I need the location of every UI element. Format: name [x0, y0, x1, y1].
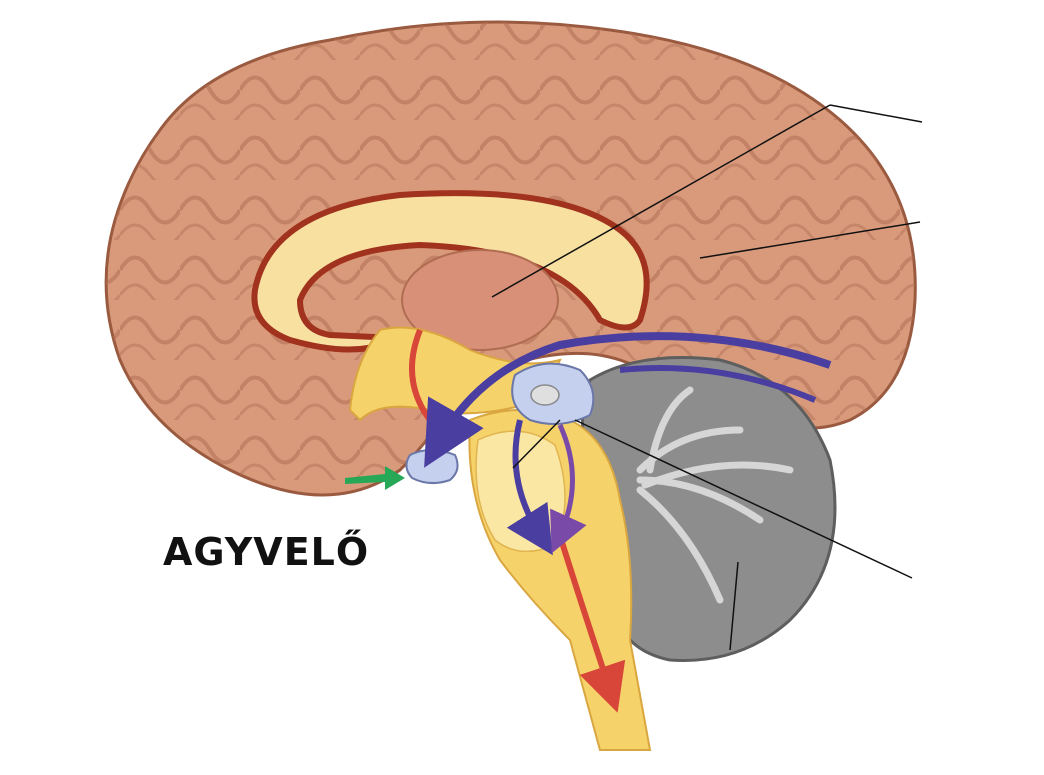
leader-line-thalamus — [491, 104, 831, 298]
hypothalamus — [348, 326, 562, 422]
blue-pathway-descending — [506, 419, 553, 556]
pituitary-gland — [405, 449, 459, 484]
leader-line-thalamus-tail — [829, 104, 923, 123]
green-arrow — [345, 466, 405, 490]
pineal-gland — [530, 384, 560, 406]
leader-line-brainstem — [512, 419, 561, 469]
blue-pathway-lower — [619, 365, 817, 403]
thalamus — [401, 249, 559, 351]
leader-line-cortex — [699, 221, 921, 259]
leader-line-brainstem-2 — [574, 419, 913, 579]
purple-pathway — [550, 423, 587, 554]
diagram-title: AGYVELŐ — [163, 530, 370, 574]
leader-line-cerebellum — [729, 561, 739, 651]
blue-pathway-upper — [424, 332, 832, 468]
arbor-vitae — [636, 386, 794, 604]
